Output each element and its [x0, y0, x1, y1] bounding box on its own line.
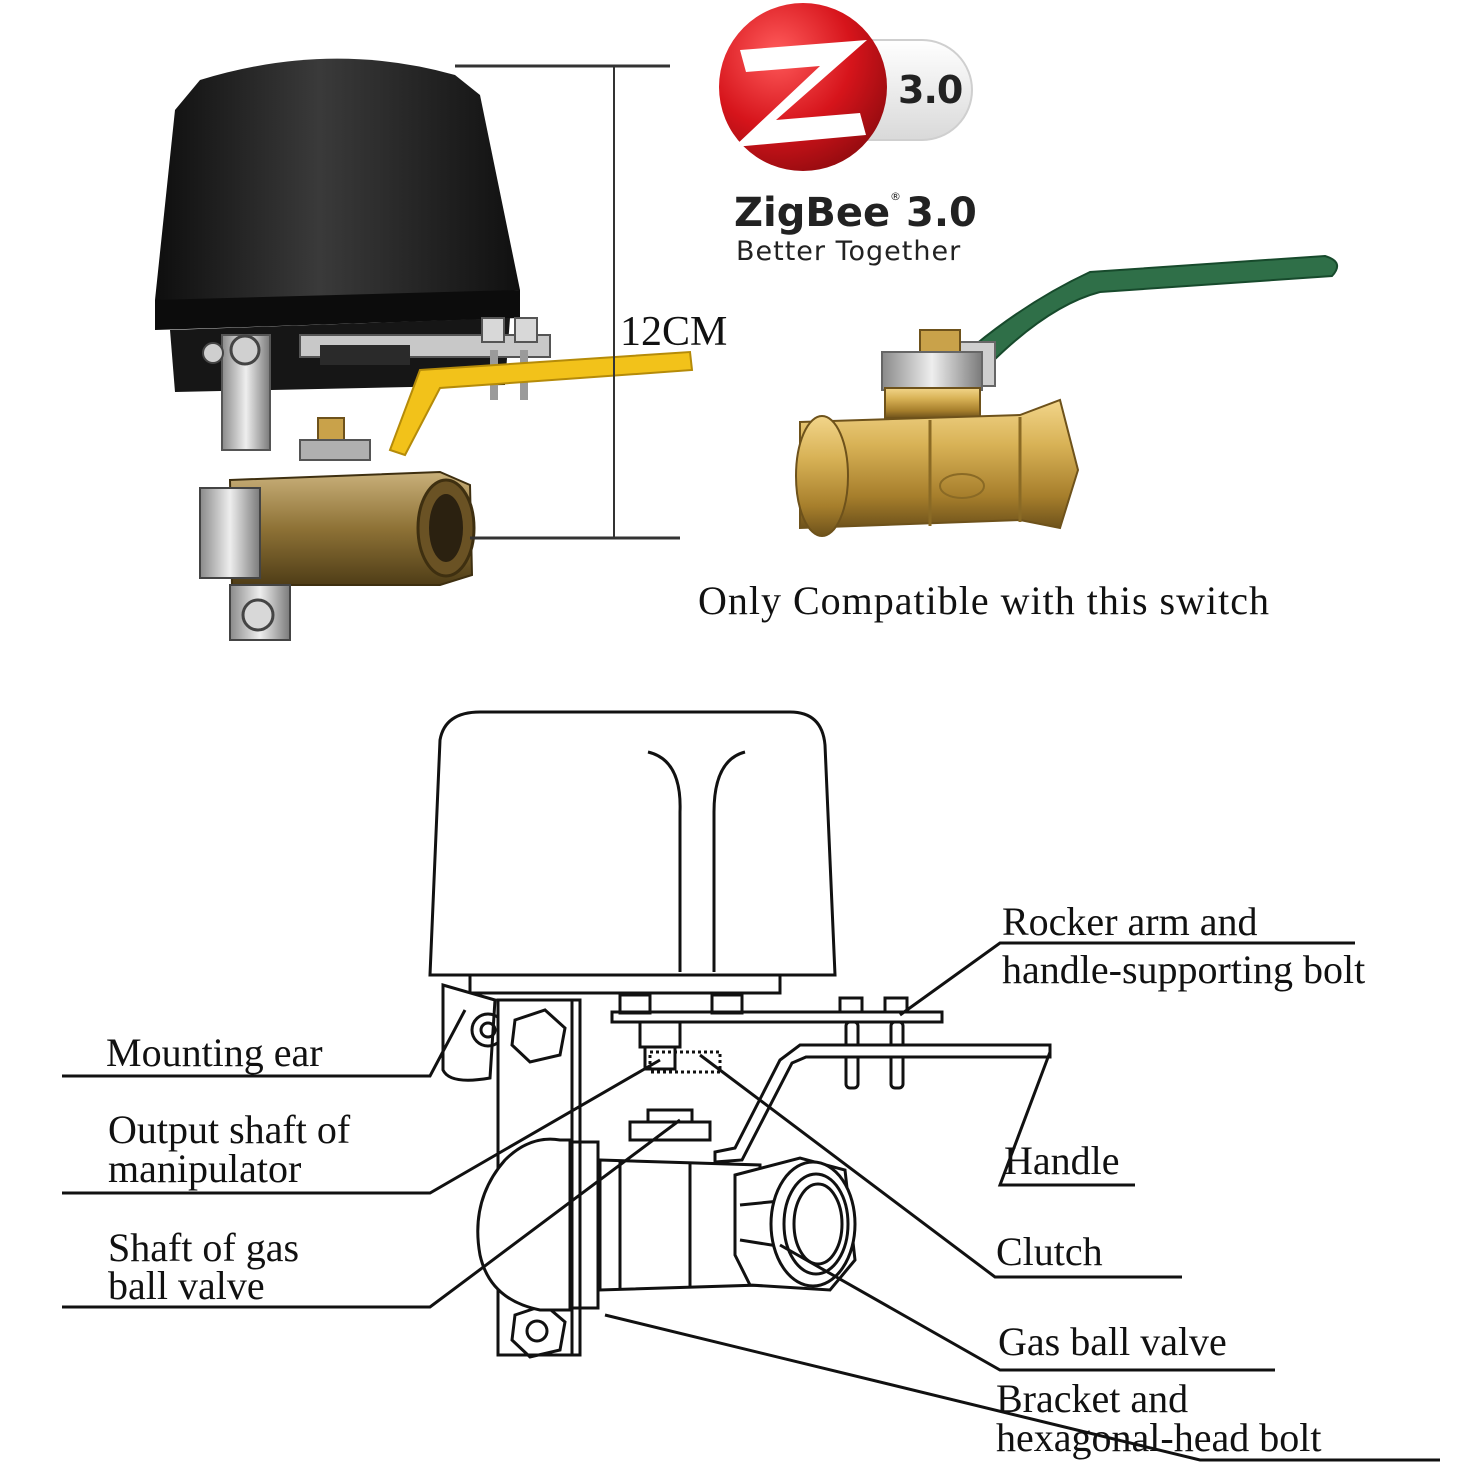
label-rocker-arm-line2: handle-supporting bolt	[1002, 947, 1365, 992]
leader-lines	[62, 941, 1440, 1462]
valve-line-drawing	[428, 710, 1052, 1359]
brand-tagline: Better Together	[736, 236, 961, 267]
dimension-marker	[455, 64, 680, 540]
label-shaft-gas-line2: ball valve	[108, 1263, 265, 1308]
dimension-label: 12CM	[620, 309, 727, 355]
registered-mark: ®	[890, 190, 901, 203]
brand-name: ZigBee	[734, 190, 890, 236]
label-output-shaft-line1: Output shaft of	[108, 1107, 351, 1152]
label-rocker-arm-line1: Rocker arm and	[1002, 899, 1257, 944]
label-shaft-gas-line1: Shaft of gas	[108, 1225, 299, 1270]
ball-valve-photo	[795, 254, 1339, 537]
label-clutch: Clutch	[996, 1229, 1103, 1274]
label-handle: Handle	[1004, 1138, 1120, 1183]
label-output-shaft-line2: manipulator	[108, 1146, 301, 1191]
label-bracket-line1: Bracket and	[996, 1376, 1188, 1421]
diagram-valve-body	[476, 1137, 572, 1312]
zigbee-logo: 3.0 ZigBee ® 3.0 Better Together	[719, 3, 977, 267]
actuator-photo	[155, 58, 694, 641]
diagram-labels: Rocker arm and handle-supporting bolt Mo…	[106, 899, 1365, 1460]
diagram-handle	[713, 1043, 1052, 1164]
compat-caption: Only Compatible with this switch	[698, 578, 1270, 623]
diagram-cap	[428, 710, 837, 977]
label-mounting-ear: Mounting ear	[106, 1030, 323, 1075]
badge-version: 3.0	[898, 68, 962, 112]
yellow-handle	[388, 350, 694, 457]
green-handle	[973, 254, 1339, 364]
brand-version: 3.0	[906, 190, 977, 236]
label-gas-ball-valve: Gas ball valve	[998, 1319, 1227, 1364]
label-bracket-line2: hexagonal-head bolt	[996, 1415, 1321, 1460]
actuator-cap	[155, 58, 520, 302]
